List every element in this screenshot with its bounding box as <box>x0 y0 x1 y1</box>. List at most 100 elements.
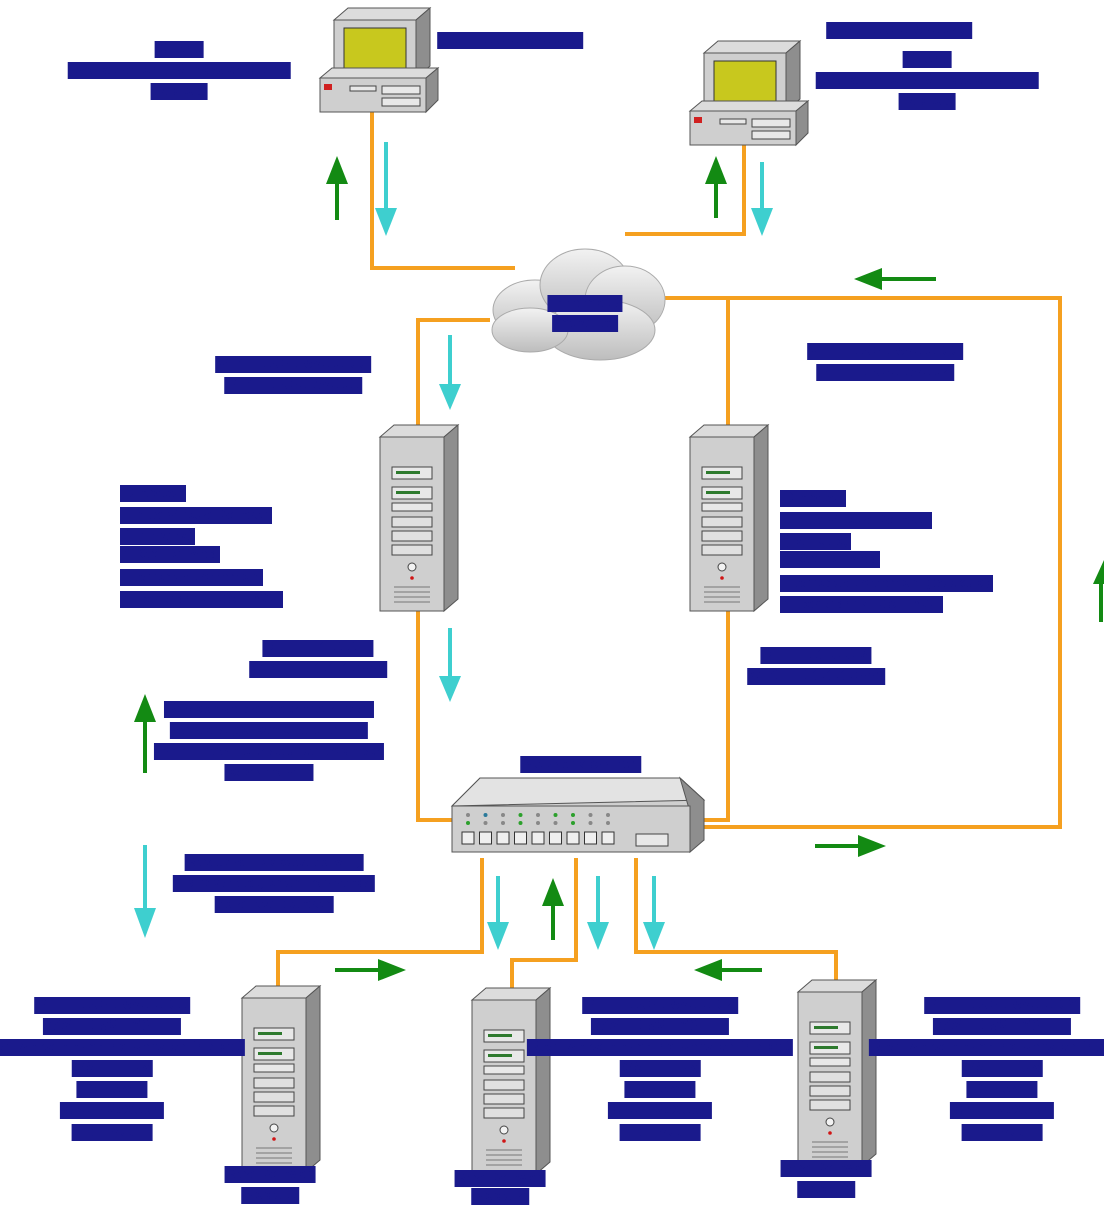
client-1-ip: IP1 = 192.168.1.10 <box>437 32 583 49</box>
lb2-desc-line: (Backup) <box>780 533 851 550</box>
server-3-gw: GW = 192.168.1.1 <box>933 1018 1071 1035</box>
switch-port <box>462 832 474 844</box>
server-1-name: Real Server <box>225 1166 316 1183</box>
lb1-vip: VIP = 192.168.1.100 <box>215 356 371 373</box>
server-2-spec: OS - Linux <box>620 1060 701 1077</box>
arrow-up-icon <box>326 156 348 220</box>
server-1-desc: Real Server running service (httpd) <box>0 1039 245 1056</box>
lb1-desc-line: (Primary) <box>120 528 195 545</box>
request-note-line: to a real server <box>215 896 334 913</box>
link-switch-server3 <box>636 858 836 985</box>
switch-port <box>567 832 579 844</box>
switch-port <box>480 832 492 844</box>
switch-port <box>532 832 544 844</box>
server-1-spec: CPU - 2xXeon <box>60 1102 164 1119</box>
switch-port <box>585 832 597 844</box>
lb1-desc-line: • Keepalived <box>120 546 220 563</box>
response-note-line: which rewrites source address <box>154 743 384 760</box>
switch-label: Network Switch <box>520 756 641 773</box>
client-computer-icon <box>690 41 808 145</box>
arrow-left-icon <box>694 959 762 981</box>
switch-led <box>554 813 558 817</box>
load-balancer-backup-icon <box>690 425 768 611</box>
switch-port <box>515 832 527 844</box>
server-1-spec: HD - 80GB <box>72 1124 153 1141</box>
lb2-rip: RIP = 192.168.1.2 <box>816 364 954 381</box>
lb1-desc-line: Director <box>120 485 186 502</box>
switch-led <box>484 813 488 817</box>
link-pc2-cloud <box>625 145 744 234</box>
switch-port <box>550 832 562 844</box>
server-3-name: Real Server <box>781 1160 872 1177</box>
arrow-right-icon <box>815 835 886 857</box>
server-3-spec: CPU - 2xXeon <box>950 1102 1054 1119</box>
lb1-desc-line: • ipvsadm / LVS - NAT <box>120 591 283 608</box>
client-computer-icon <box>320 8 438 112</box>
switch-led <box>519 813 523 817</box>
arrow-down-icon <box>643 876 665 950</box>
arrow-down-icon <box>134 845 156 938</box>
real-server-1-icon <box>242 986 320 1172</box>
server-1-spec: OS - Linux <box>72 1060 153 1077</box>
lb2-desc-line: Heartbeat daemon (backup) <box>780 575 993 592</box>
switch-led <box>466 813 470 817</box>
server-3-desc: Real Server running service (httpd) <box>869 1039 1104 1056</box>
arrow-right-icon <box>335 959 406 981</box>
switch-led <box>554 821 558 825</box>
real-server-2-icon <box>472 988 550 1174</box>
arrow-down-icon <box>751 162 773 236</box>
lb1-dip: DIP = 10.0.0.1 <box>262 640 373 657</box>
server-2-rip: RIP = 192.168.1.102 <box>582 997 738 1014</box>
cloud-label: Intranet <box>552 315 618 332</box>
lb1-desc-line: Heartbeat daemon <box>120 569 263 586</box>
switch-led <box>571 813 575 817</box>
arrow-down-icon <box>439 628 461 702</box>
lb2-desc-line: • Keepalived <box>780 551 880 568</box>
arrow-down-icon <box>439 335 461 410</box>
client-2-desc-line: Client <box>903 51 952 68</box>
response-note-line: servers go back to the LB, <box>170 722 368 739</box>
lb2-desc-line: Director <box>780 490 846 507</box>
client-2-ip: IP2 = 192.168.1.20 <box>826 22 972 39</box>
server-1-gw: GW = 192.168.1.1 <box>43 1018 181 1035</box>
server-2-name: Node 2 <box>471 1188 529 1205</box>
lb2-vip1: VIP1 = 10.0.0.254 <box>747 668 885 685</box>
arrow-down-icon <box>487 876 509 950</box>
real-server-3-icon <box>798 980 876 1166</box>
load-balancer-primary-icon <box>380 425 458 611</box>
server-2-spec: CPU - 2xXeon <box>608 1102 712 1119</box>
server-2-desc: Real Server running service (httpd) <box>527 1039 793 1056</box>
lb1-vip1: VIP1 = 10.0.0.254 <box>249 661 387 678</box>
arrow-up-icon <box>1093 560 1104 622</box>
link-lb1-switch <box>418 598 452 820</box>
lb2-desc-line: Linux Virtual Server <box>780 512 932 529</box>
server-3-spec: OS - Linux <box>962 1060 1043 1077</box>
link-switch-server2 <box>512 858 576 1000</box>
switch-led <box>606 821 610 825</box>
arrow-down-icon <box>587 876 609 950</box>
server-2-spec: FS - ext3 <box>624 1081 695 1098</box>
link-cloud-lb1 <box>418 320 490 432</box>
lb2-vip: VIP = 192.168.1.100 <box>807 343 963 360</box>
switch-port <box>497 832 509 844</box>
switch-led <box>466 821 470 825</box>
switch-led <box>536 813 540 817</box>
arrow-up-icon <box>705 156 727 218</box>
response-note-line: back to VIP <box>224 764 313 781</box>
lb2-desc-line: • ipvsadm / LVS - NAT <box>780 596 943 613</box>
server-3-spec: HD - 80GB <box>962 1124 1043 1141</box>
server-2-gw: GW = 192.168.1.1 <box>591 1018 729 1035</box>
arrow-up-icon <box>542 878 564 940</box>
client-2-desc-line: Laptop <box>899 93 956 110</box>
switch-led <box>501 821 505 825</box>
server-2-name: Real Server <box>455 1170 546 1187</box>
server-3-spec: FS - ext3 <box>966 1081 1037 1098</box>
arrow-left-icon <box>854 268 936 290</box>
switch-led <box>571 821 575 825</box>
switch-led <box>606 813 610 817</box>
arrow-down-icon <box>375 142 397 236</box>
switch-led <box>519 821 523 825</box>
server-1-name: Node 1 <box>241 1187 299 1204</box>
client-1-desc-line: Client <box>155 41 204 58</box>
switch-port <box>602 832 614 844</box>
